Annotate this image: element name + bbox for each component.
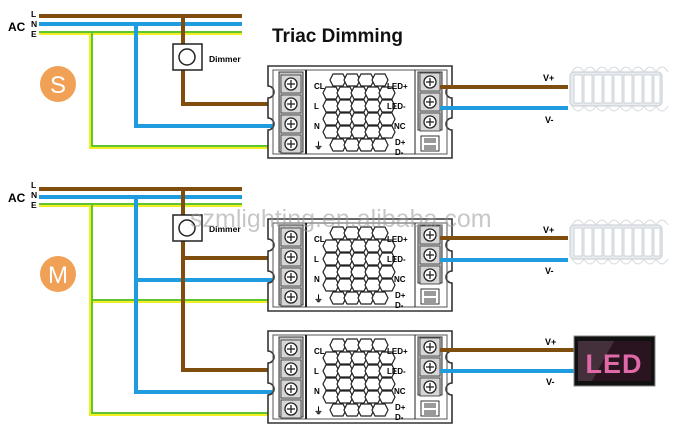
ac-e-label: E [31, 29, 37, 39]
badge-single: S [40, 66, 76, 102]
ac-l-label-2: L [31, 180, 36, 190]
svg-text:LED-: LED- [387, 102, 406, 111]
led-driver-3: CL L N ⏚ LED+ LED- NC D+ D- [267, 330, 453, 424]
watermark: szmlighting.en.alibaba.com [190, 205, 492, 233]
vminus-label-3: V- [546, 377, 555, 387]
svg-text:S: S [50, 72, 66, 99]
led-module-strip-2 [569, 219, 669, 265]
vent-hole [371, 138, 389, 152]
svg-text:D+: D+ [395, 138, 406, 147]
svg-text:N: N [314, 275, 320, 284]
vent-hole [371, 291, 389, 305]
vent-hole [378, 278, 396, 292]
ac-n-label: N [31, 19, 37, 29]
vent-hole [371, 73, 389, 87]
vent-hole [378, 125, 396, 139]
svg-text:L: L [314, 102, 319, 111]
section-single: AC L N E Dimmer S [8, 9, 669, 159]
svg-text:L: L [314, 367, 319, 376]
vent-hole [371, 403, 389, 417]
dimmer-2: Dimmer [172, 214, 241, 242]
led-sign-text: LED [586, 349, 643, 379]
earth-wire [91, 32, 278, 147]
led-driver-2: CL L N ⏚ LED+ LED- NC D+ D- [267, 218, 453, 312]
dimmer-label: Dimmer [209, 54, 241, 64]
svg-text:CL: CL [314, 347, 325, 356]
section-multiple: AC L N E Dimmer M CL [8, 180, 669, 424]
svg-text:N: N [314, 387, 320, 396]
vent-hole [378, 377, 396, 391]
live-wire-2 [181, 189, 278, 372]
ac-label: AC [8, 20, 26, 34]
svg-text:D+: D+ [395, 403, 406, 412]
led-sign: LED [573, 335, 656, 387]
svg-text:LED-: LED- [387, 255, 406, 264]
vminus-label-2: V- [545, 266, 554, 276]
svg-text:LED-: LED- [387, 367, 406, 376]
svg-text:D-: D- [395, 301, 404, 310]
svg-text:M: M [48, 262, 68, 289]
vplus-label-2: V+ [543, 225, 554, 235]
svg-text:⏚: ⏚ [314, 294, 323, 304]
vplus-label-3: V+ [545, 337, 556, 347]
svg-text:⏚: ⏚ [314, 406, 323, 416]
dimmer: Dimmer [172, 43, 241, 71]
ac-e-label-2: E [31, 200, 37, 210]
diagram-title: Triac Dimming [272, 26, 403, 47]
svg-text:N: N [314, 122, 320, 131]
led-module-strip [569, 66, 669, 112]
vent-hole [378, 112, 396, 126]
svg-text:D-: D- [395, 413, 404, 422]
badge-multiple: M [40, 256, 76, 292]
neutral-wire [134, 24, 278, 128]
led-driver: CL L N ⏚ LED+ LED- NC D+ D- [267, 65, 453, 159]
ac-l-label: L [31, 9, 36, 19]
vplus-label: V+ [543, 73, 554, 83]
vent-hole [371, 338, 389, 352]
svg-text:LED+: LED+ [387, 82, 408, 91]
svg-text:D+: D+ [395, 291, 406, 300]
dimmer-label-2: Dimmer [209, 224, 241, 234]
svg-text:LED+: LED+ [387, 235, 408, 244]
ac-n-label-2: N [31, 190, 37, 200]
vent-hole [378, 265, 396, 279]
earth-wire-2 [91, 204, 278, 414]
svg-text:LED+: LED+ [387, 347, 408, 356]
ac-label-2: AC [8, 191, 26, 205]
svg-text:CL: CL [314, 82, 325, 91]
neutral-wire-2 [134, 197, 278, 394]
svg-text:NC: NC [394, 387, 406, 396]
svg-text:NC: NC [394, 122, 406, 131]
svg-text:L: L [314, 255, 319, 264]
vminus-label: V- [545, 115, 554, 125]
svg-text:⏚: ⏚ [314, 141, 323, 151]
svg-text:CL: CL [314, 235, 325, 244]
vent-hole [378, 390, 396, 404]
svg-text:D-: D- [395, 148, 404, 157]
svg-text:NC: NC [394, 275, 406, 284]
